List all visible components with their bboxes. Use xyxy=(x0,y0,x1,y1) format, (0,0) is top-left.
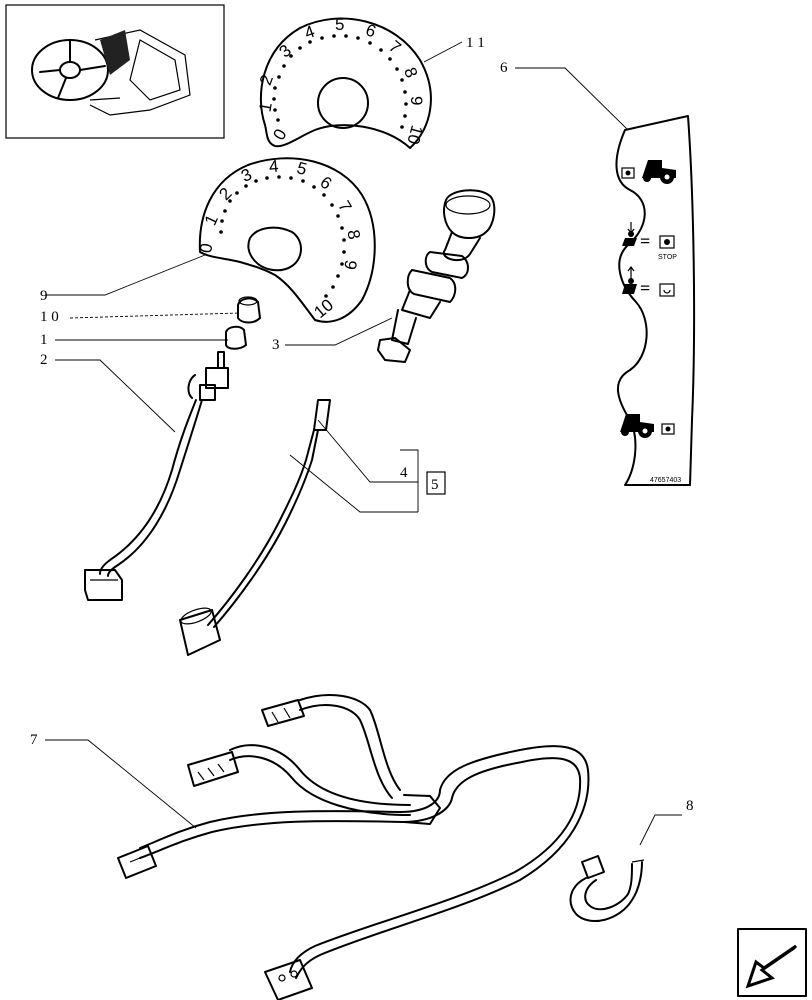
callout-2: 2 xyxy=(40,352,48,368)
dial-lower-2: 2 xyxy=(215,184,235,204)
dial-lower-7: 7 xyxy=(334,198,355,216)
dial-upper-10: 10 xyxy=(403,123,426,146)
dial-upper-3: 3 xyxy=(276,41,295,62)
dial-lower-3: 3 xyxy=(238,165,255,186)
dial-lower-1: 1 xyxy=(201,212,222,229)
callout-6: 6 xyxy=(500,60,508,76)
dial-lower-4: 4 xyxy=(268,157,279,177)
next-page-arrow-icon[interactable] xyxy=(737,928,807,997)
svg-text:=: = xyxy=(640,278,650,298)
callout-5: 5 xyxy=(431,477,439,493)
svg-text:=: = xyxy=(640,231,650,251)
dial-upper-1: 1 xyxy=(255,101,275,114)
callout-10: 1 0 xyxy=(40,309,59,325)
sensor-probe-with-cable xyxy=(179,399,331,656)
callout-9: 9 xyxy=(40,288,48,304)
dial-upper-8: 8 xyxy=(400,65,421,80)
dial-upper-6: 6 xyxy=(363,20,378,41)
callout-7: 7 xyxy=(30,732,38,748)
dial-lower-5: 5 xyxy=(295,158,309,179)
tractor-overview-icon xyxy=(5,4,225,139)
hand-lever-knob xyxy=(377,189,496,363)
dial-upper-9: 9 xyxy=(407,96,426,105)
dial-upper-5: 5 xyxy=(335,15,344,34)
callout-4: 4 xyxy=(400,465,408,481)
cable-tie xyxy=(569,855,645,923)
dial-upper-7: 7 xyxy=(385,37,404,58)
dial-upper-0: 0 xyxy=(269,126,290,144)
decal-code-text: 47657403 xyxy=(650,477,681,484)
dial-lower-8: 8 xyxy=(343,228,363,241)
wiring-harness xyxy=(117,694,590,1000)
dial-lower-9: 9 xyxy=(340,258,360,271)
knob-cap xyxy=(237,296,261,324)
control-decal-sheet: = STOP = 47657403 xyxy=(615,115,696,486)
callout-11: 1 1 xyxy=(466,35,485,51)
dial-lower-dots xyxy=(219,175,346,298)
dial-upper-2: 2 xyxy=(256,72,277,87)
dial-upper-dots xyxy=(272,34,408,129)
callout-3: 3 xyxy=(272,337,280,353)
speed-dial-decal-upper: 0 1 2 3 4 5 6 7 8 9 10 xyxy=(255,15,432,149)
dial-upper-4: 4 xyxy=(302,22,317,43)
dial-lower-0: 0 xyxy=(196,242,216,255)
potentiometer-with-cable xyxy=(84,351,229,601)
decal-stop-text: STOP xyxy=(658,254,677,261)
callout-8: 8 xyxy=(686,798,694,814)
speed-dial-decal-lower: 0 1 2 3 4 5 6 7 8 9 10 xyxy=(196,157,376,323)
callout-1: 1 xyxy=(40,332,48,348)
dial-lower-6: 6 xyxy=(317,173,336,194)
knob-insert xyxy=(225,325,247,350)
